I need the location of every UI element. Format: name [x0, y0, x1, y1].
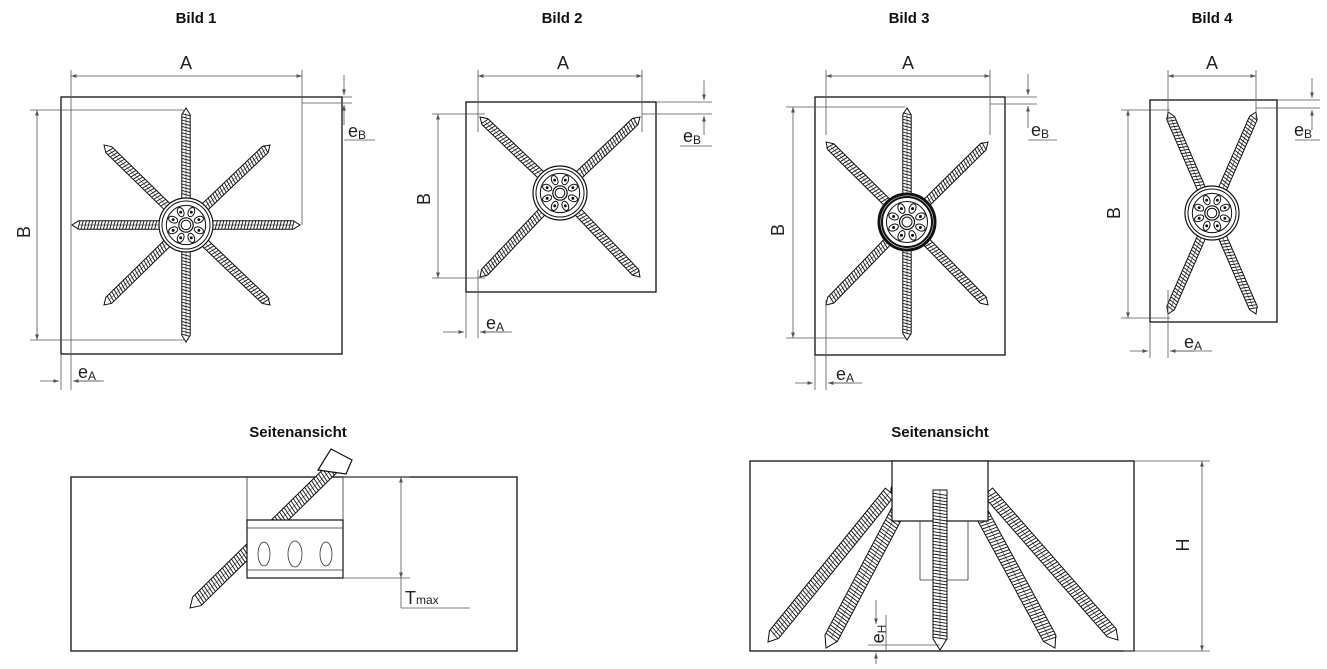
- washer-icon: [158, 197, 214, 253]
- screw-icon: [982, 487, 1119, 641]
- dimension-eb-label: eB: [348, 121, 366, 142]
- washer-icon: [1184, 185, 1240, 241]
- connector-body: [246, 519, 344, 579]
- beam-outline: [70, 476, 518, 652]
- screw-icon: [71, 220, 161, 230]
- figure-4-title: Bild 4: [1191, 10, 1233, 27]
- screw-icon: [181, 250, 191, 343]
- washer-icon: [877, 192, 937, 252]
- dimension-a-label: A: [180, 53, 192, 73]
- plate-outline: [465, 101, 657, 293]
- screw-icon: [1166, 111, 1207, 192]
- hole-icon: [287, 540, 303, 568]
- dimension-h-label: H: [1173, 539, 1193, 552]
- dimension-ea-label: eA: [836, 364, 854, 385]
- figure-2-title: Bild 2: [541, 10, 583, 27]
- plate-outline: [60, 96, 343, 355]
- dimension-a-label: A: [557, 53, 569, 73]
- screw-icon: [1217, 111, 1258, 192]
- screw-icon: [922, 141, 989, 207]
- screw-icon: [825, 141, 892, 207]
- dimension-a-label: A: [1206, 53, 1218, 73]
- figure-3-title: Bild 3: [888, 10, 930, 27]
- screw-icon: [201, 239, 271, 306]
- figure-4-drawing: A B eB eA: [1104, 53, 1320, 358]
- screw-icon: [902, 248, 912, 341]
- side-view-1-drawing: Tmax: [70, 448, 518, 652]
- screw-icon: [479, 116, 545, 179]
- dimension-b-label: B: [14, 226, 34, 238]
- side-view-2-drawing: H eH: [749, 460, 1210, 664]
- screw-icon: [181, 107, 191, 200]
- dimension-b-label: B: [414, 193, 434, 205]
- screw-icon: [479, 208, 546, 278]
- dimension-eb-label: eB: [683, 126, 701, 147]
- screw-icon: [211, 220, 301, 230]
- screw-icon: [902, 107, 912, 196]
- screws-group: [825, 107, 989, 341]
- plate-outline: [1149, 99, 1278, 323]
- dimension-b-label: B: [1104, 207, 1124, 219]
- screw-icon: [932, 489, 948, 651]
- screw-icon: [575, 116, 641, 179]
- screw-icon: [1166, 234, 1207, 315]
- screw-icon: [825, 237, 892, 306]
- screw-icon: [103, 239, 172, 306]
- dimension-eb-label: eB: [1031, 120, 1049, 141]
- screw-icon: [932, 489, 948, 651]
- screws-group: [479, 116, 641, 278]
- screw-icon: [922, 237, 989, 306]
- figure-1-drawing: A B eB eA: [14, 53, 375, 390]
- dimension-b-label: B: [768, 224, 788, 236]
- hole-icon: [257, 541, 271, 567]
- hole-icon: [319, 541, 333, 567]
- side-view-2-title: Seitenansicht: [891, 424, 989, 441]
- washer-icon: [532, 165, 588, 221]
- plate-outline: [814, 96, 1006, 356]
- dimension-ea-label: eA: [1184, 332, 1202, 353]
- dimension-eh-label: eH: [868, 625, 889, 644]
- figure-1-title: Bild 1: [175, 10, 217, 27]
- screw-icon: [1217, 234, 1258, 315]
- screw-icon: [103, 144, 172, 211]
- dimension-ea-label: eA: [486, 313, 504, 334]
- dimension-ea-label: eA: [78, 362, 96, 383]
- figure-2-drawing: A B eB eA: [414, 53, 712, 338]
- screw-icon: [574, 208, 641, 278]
- side-view-1-title: Seitenansicht: [249, 424, 347, 441]
- dimension-tmax-label: Tmax: [405, 588, 439, 608]
- screw-icon: [201, 144, 271, 211]
- dimension-a-label: A: [902, 53, 914, 73]
- dimension-eb-label: eB: [1294, 120, 1312, 141]
- screws-group: [767, 479, 1119, 649]
- figure-3-drawing: A B eB eA: [768, 53, 1057, 390]
